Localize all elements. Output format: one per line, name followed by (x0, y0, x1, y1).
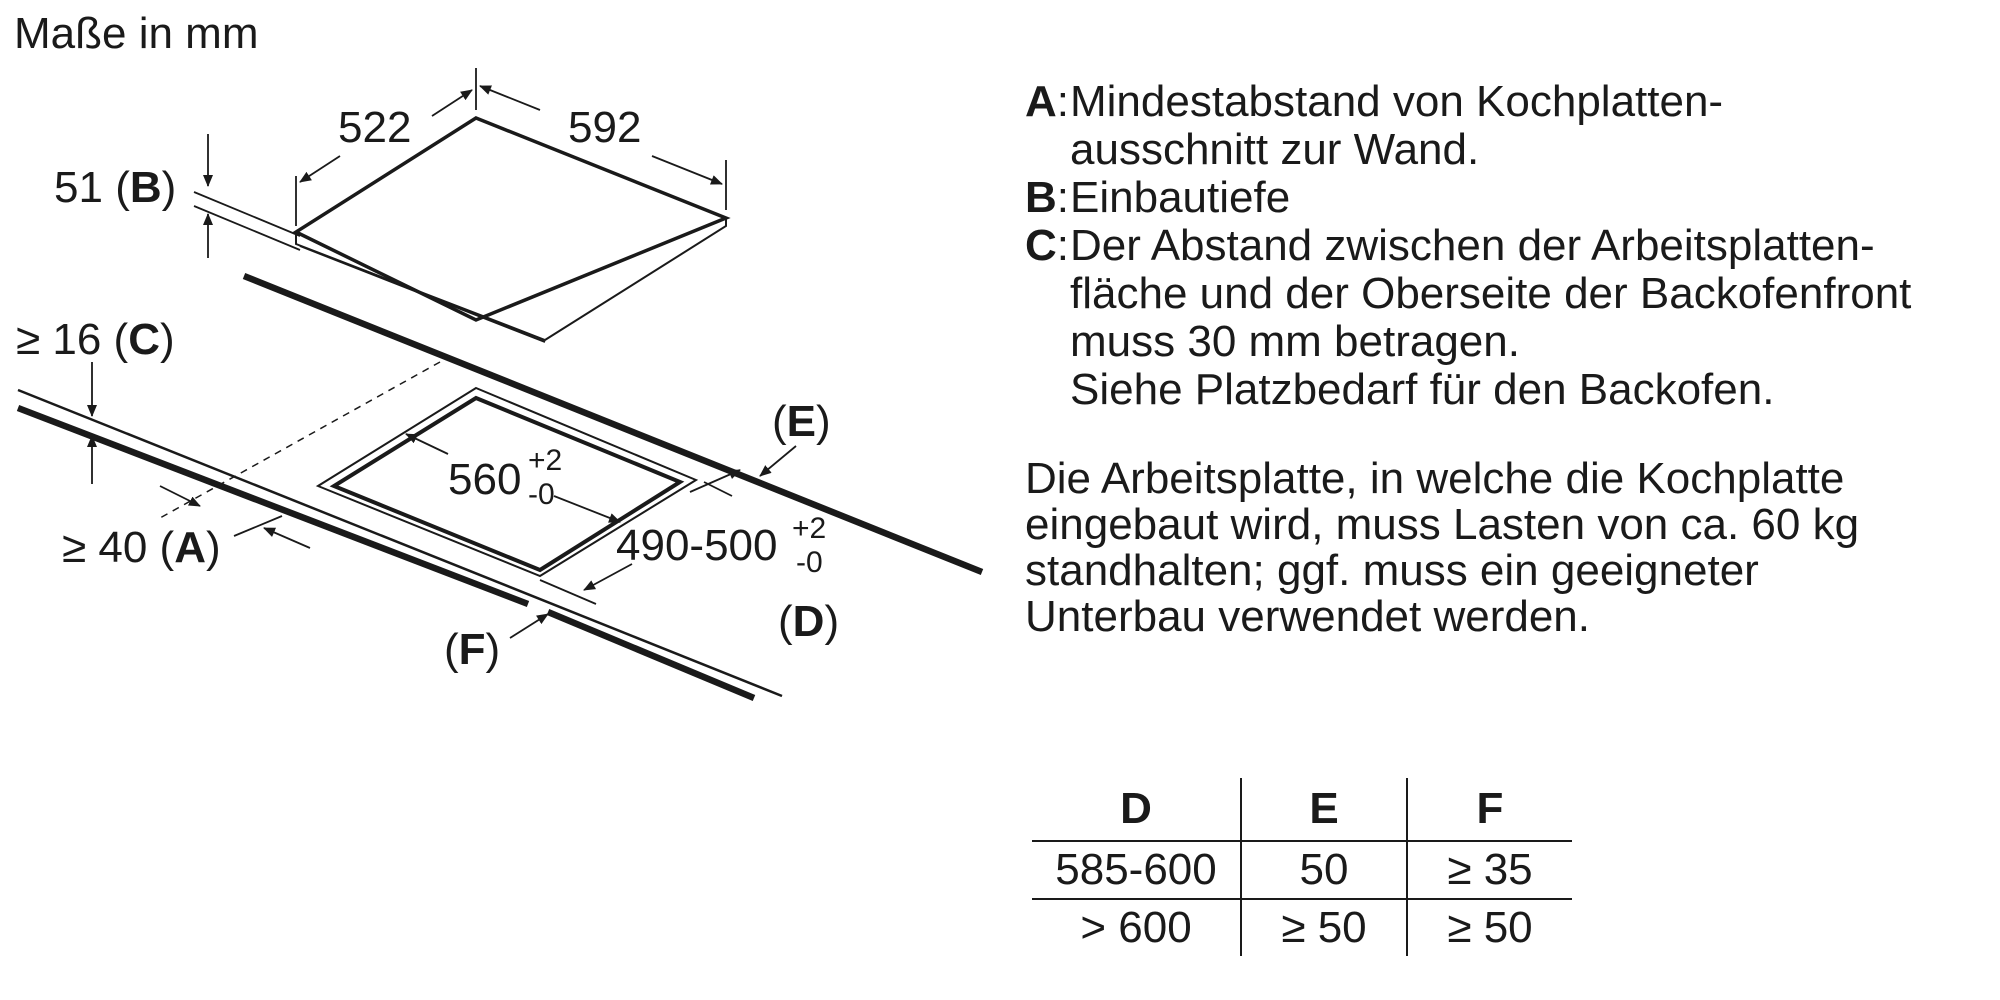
height-51-label: 51 (B) (54, 163, 176, 212)
cutout-depth-label: 490-500 (616, 521, 777, 570)
table-cell: 585-600 (1032, 840, 1242, 899)
table-header-e: E (1241, 778, 1408, 841)
legend-text-b: Einbautiefe (1070, 173, 1291, 222)
f-label: (F) (444, 625, 500, 674)
e-label: (E) (772, 397, 831, 446)
table-cell: > 600 (1032, 898, 1242, 956)
table-row: 585-600 50 ≥ 35 (1032, 840, 1572, 899)
edge-dimension-lines (87, 362, 311, 549)
table-header-row: D E F (1032, 778, 1572, 841)
legend-item-b: B: Einbautiefe (1025, 174, 1985, 222)
table-cell: 50 (1241, 840, 1408, 899)
cutout-width-label: 560 (448, 455, 521, 504)
table-cell: ≥ 35 (1407, 840, 1572, 899)
cutout-dimension-lines (405, 433, 741, 605)
a-label: ≥ 40 (A) (62, 523, 221, 572)
legend-key-a: A (1025, 77, 1057, 126)
e-key: E (787, 397, 816, 446)
d-key: D (793, 597, 825, 646)
d-label: (D) (778, 597, 839, 646)
c-label: ≥ 16 (C) (16, 315, 175, 364)
countertop (16, 272, 984, 701)
legend-key-c: C (1025, 221, 1057, 270)
legend-key-b: B (1025, 173, 1057, 222)
callout-lines (509, 445, 797, 639)
table-header-d: D (1032, 778, 1242, 841)
c-key: C (128, 315, 160, 364)
f-key: F (459, 625, 486, 674)
cooktop (292, 116, 731, 343)
cutout-depth-tol-down: -0 (796, 546, 823, 579)
height-key: B (130, 163, 162, 212)
a-key: A (174, 523, 206, 572)
unit-note: Maße in mm (14, 9, 258, 58)
cutout-width-tol-up: +2 (528, 444, 562, 477)
table-cell: ≥ 50 (1241, 898, 1408, 956)
legend-item-a: A: Mindestabstand von Kochplatten- aussc… (1025, 78, 1985, 174)
depth-522-label: 522 (338, 103, 411, 152)
installation-diagram: Maße in mm 522 592 51 (B) (14, 9, 984, 701)
width-592-label: 592 (568, 103, 641, 152)
cutout-depth-tol-up: +2 (792, 512, 826, 545)
load-note: Die Arbeitsplatte, in welche die Kochpla… (1025, 454, 1860, 641)
table-header-f: F (1476, 784, 1504, 833)
dimension-table: D E F 585-600 50 ≥ 35 > 600 ≥ 50 ≥ 50 (1032, 778, 1572, 956)
legend-text-c: Der Abstand zwischen der Arbeitsplatten-… (1070, 221, 1912, 414)
legend-text-a: Mindestabstand von Kochplatten- ausschni… (1070, 77, 1724, 174)
cutout (315, 386, 699, 578)
table-row: > 600 ≥ 50 ≥ 50 (1032, 898, 1572, 956)
legend: A: Mindestabstand von Kochplatten- aussc… (1025, 78, 1985, 414)
cutout-width-tol-down: -0 (528, 478, 555, 511)
table-cell: ≥ 50 (1407, 898, 1572, 956)
legend-item-c: C: Der Abstand zwischen der Arbeitsplatt… (1025, 222, 1985, 414)
height-value: 51 (54, 163, 103, 212)
top-dimension-lines (193, 68, 727, 258)
